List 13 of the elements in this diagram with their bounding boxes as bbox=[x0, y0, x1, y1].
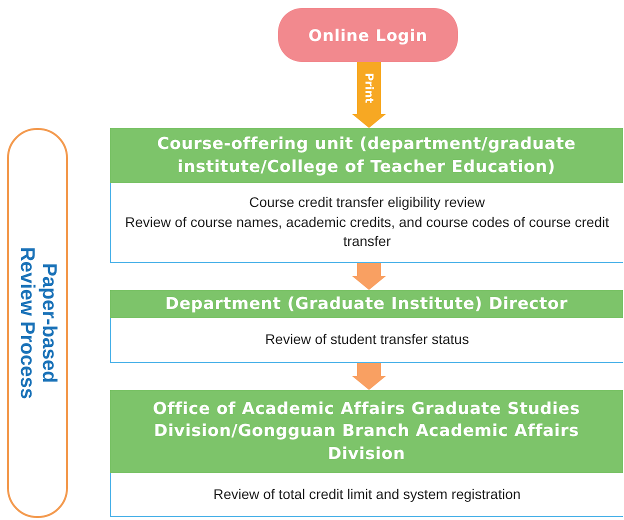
flow-arrow bbox=[352, 363, 386, 390]
step-heading: Office of Academic Affairs Graduate Studies Division/Gongguan Branch Academic Affairs Division bbox=[110, 390, 623, 473]
flow-arrow bbox=[352, 62, 386, 128]
band-label: Paper-based Review Process bbox=[16, 246, 60, 402]
step-description: Review of total credit limit and system registration bbox=[213, 484, 521, 504]
edge-label: Print bbox=[362, 72, 376, 104]
step-description: Review of course names, academic credits, and course codes of course credit transfer bbox=[124, 212, 610, 252]
start-button-shape: Online Login bbox=[278, 8, 458, 62]
step-heading: Course-offering unit (department/graduate institute/College of Teacher Education) bbox=[110, 128, 623, 183]
step-description: Review of student transfer status bbox=[265, 330, 469, 350]
step-description: Course credit transfer eligibility review bbox=[249, 193, 485, 212]
flow-arrow bbox=[352, 263, 386, 290]
step-heading: Department (Graduate Institute) Director bbox=[110, 290, 623, 318]
